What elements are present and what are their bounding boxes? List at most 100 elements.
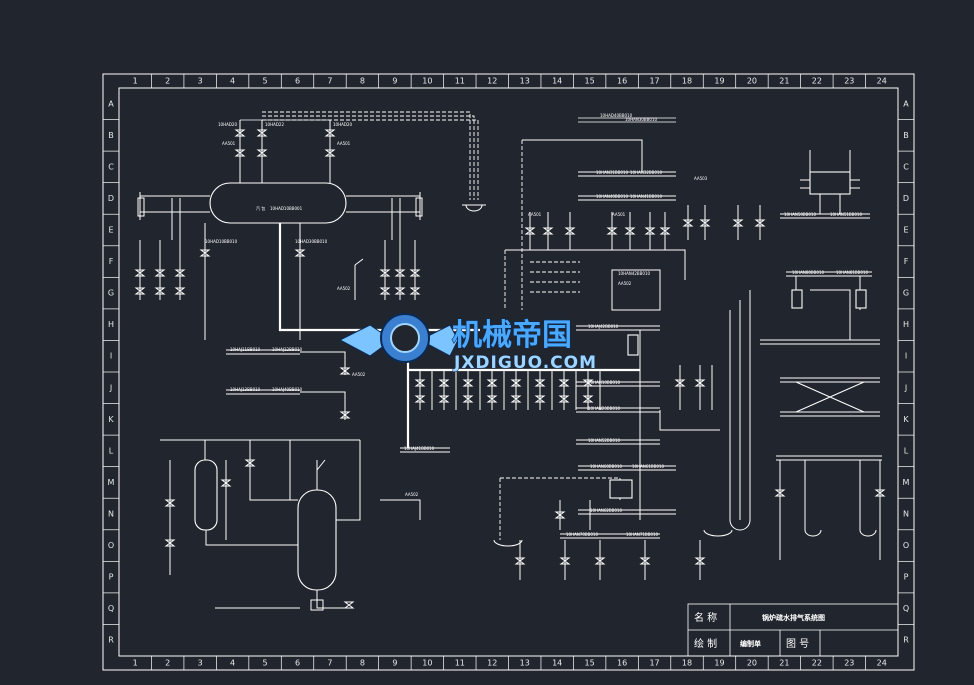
grid-row-label: A	[108, 99, 114, 108]
upper-headers: 10HAD40BB010 10HAN30BB010 10HAN31BB010 1…	[504, 113, 766, 311]
grid-column-label: 21	[779, 659, 789, 668]
svg-text:10HAN32BB010: 10HAN32BB010	[630, 170, 662, 175]
grid-row-label: C	[108, 162, 114, 171]
grid-column-label: 23	[844, 77, 854, 86]
svg-text:10HAN40BB010: 10HAN40BB010	[596, 194, 628, 199]
grid-column-label: 5	[263, 659, 268, 668]
middle-manifold: 10HAJ11BB010 10HAJ12BB010 10HAJ13BB010 1…	[226, 324, 720, 520]
grid-column-label: 8	[360, 77, 365, 86]
grid-row-label: D	[108, 194, 114, 203]
grid-row-label: F	[109, 257, 114, 266]
grid-row-label: I	[905, 352, 907, 361]
grid-column-label: 11	[455, 77, 465, 86]
drawn-label: 绘 制	[694, 637, 717, 650]
svg-text:AA502: AA502	[405, 492, 419, 497]
grid-column-label: 9	[392, 77, 397, 86]
svg-text:AA502: AA502	[337, 286, 351, 291]
svg-text:10HAJ11BB010: 10HAJ11BB010	[230, 347, 261, 352]
grid-row-label: O	[903, 541, 909, 550]
grid-row-label: R	[108, 636, 114, 645]
bottom-manifold: 10HAN60BB010 10HAN61BB010 10HAN62BB010 1…	[493, 464, 733, 580]
svg-text:10HAN71BB010: 10HAN71BB010	[626, 532, 658, 537]
grid-column-label: 20	[747, 659, 757, 668]
grid-column-label: 17	[649, 659, 659, 668]
grid-column-label: 24	[877, 77, 887, 86]
svg-text:10HAN30BB010: 10HAN30BB010	[625, 117, 657, 122]
flash-tank-small	[194, 459, 218, 531]
grid-labels: 1122334455667788991010111112121313141415…	[103, 74, 914, 670]
grid-column-label: 23	[844, 659, 854, 668]
grid-column-label: 24	[877, 659, 887, 668]
svg-text:10HAN52BB010: 10HAN52BB010	[588, 438, 620, 443]
grid-row-label: N	[108, 510, 114, 519]
grid-row-label: P	[904, 573, 909, 582]
grid-row-label: Q	[108, 604, 114, 613]
grid-row-label: R	[903, 636, 909, 645]
top-right-component: 10HAN50BB010 10HAN51BB010	[780, 150, 870, 219]
grid-row-label: P	[109, 573, 114, 582]
bottom-left-vessels: AA502	[160, 439, 421, 611]
svg-text:10HAN80BB010: 10HAN80BB010	[792, 270, 824, 275]
watermark: 机械帝国 JXDIGUO.COM	[338, 313, 597, 374]
grid-row-label: I	[110, 352, 112, 361]
name-label: 名 称	[694, 611, 717, 624]
grid-column-label: 16	[617, 77, 627, 86]
grid-row-label: F	[904, 257, 909, 266]
grid-column-label: 10	[422, 659, 432, 668]
svg-text:AA501: AA501	[222, 141, 236, 146]
grid-column-label: 2	[165, 659, 170, 668]
grid-column-label: 9	[392, 659, 397, 668]
svg-text:10HAN41BB010: 10HAN41BB010	[630, 194, 662, 199]
svg-text:10HAJ42BB010: 10HAJ42BB010	[588, 324, 619, 329]
grid-column-label: 14	[552, 77, 562, 86]
grid-row-label: Q	[903, 604, 909, 613]
grid-column-label: 3	[198, 77, 203, 86]
grid-column-label: 7	[327, 77, 332, 86]
grid-column-label: 12	[487, 77, 497, 86]
svg-text:10HAJ41BB010: 10HAJ41BB010	[404, 446, 435, 451]
grid-row-label: O	[108, 541, 114, 550]
svg-text:10HAJ40BB010: 10HAJ40BB010	[272, 387, 303, 392]
grid-row-label: N	[903, 510, 909, 519]
grid-row-label: J	[904, 383, 907, 392]
grid-column-label: 4	[230, 659, 235, 668]
svg-text:10HAN31BB010: 10HAN31BB010	[596, 170, 628, 175]
grid-row-label: A	[903, 99, 909, 108]
grid-row-label: B	[903, 131, 909, 140]
svg-text:10HAD20: 10HAD20	[333, 122, 352, 127]
grid-row-label: G	[108, 289, 114, 298]
grid-column-label: 16	[617, 659, 627, 668]
grid-column-label: 22	[812, 659, 822, 668]
svg-text:10HAD40BB010: 10HAD40BB010	[600, 113, 633, 118]
grid-column-label: 13	[520, 77, 530, 86]
title-block[interactable]: 名 称 绘 制 图 号 锅炉疏水排气系统图 编制单	[687, 603, 899, 657]
grid-column-label: 17	[649, 77, 659, 86]
grid-row-label: C	[903, 162, 909, 171]
drawing-name-value: 锅炉疏水排气系统图	[761, 613, 825, 622]
grid-row-label: J	[109, 383, 112, 392]
svg-text:10HAD30BB010: 10HAD30BB010	[295, 239, 328, 244]
svg-text:10HAN60BB010: 10HAN60BB010	[590, 464, 622, 469]
svg-text:10HAN70BB010: 10HAN70BB010	[566, 532, 598, 537]
grid-row-label: B	[108, 131, 114, 140]
svg-text:10HAD22: 10HAD22	[265, 122, 284, 127]
grid-column-label: 18	[682, 77, 692, 86]
grid-column-label: 21	[779, 77, 789, 86]
grid-row-label: K	[108, 415, 114, 424]
svg-text:10HAN50BB010: 10HAN50BB010	[784, 212, 816, 217]
grid-column-label: 3	[198, 659, 203, 668]
grid-column-label: 14	[552, 659, 562, 668]
grid-column-label: 5	[263, 77, 268, 86]
grid-row-label: M	[108, 478, 115, 487]
svg-text:10HAN81BB010: 10HAN81BB010	[836, 270, 868, 275]
grid-column-label: 19	[714, 659, 724, 668]
flash-tank-large	[297, 489, 337, 591]
grid-column-label: 12	[487, 659, 497, 668]
grid-column-label: 20	[747, 77, 757, 86]
grid-column-label: 8	[360, 659, 365, 668]
watermark-cn: 机械帝国	[452, 318, 572, 353]
watermark-en: JXDIGUO.COM	[453, 353, 597, 373]
svg-text:10HAN51BB010: 10HAN51BB010	[830, 212, 862, 217]
svg-text:10HAN62BB010: 10HAN62BB010	[590, 508, 622, 513]
